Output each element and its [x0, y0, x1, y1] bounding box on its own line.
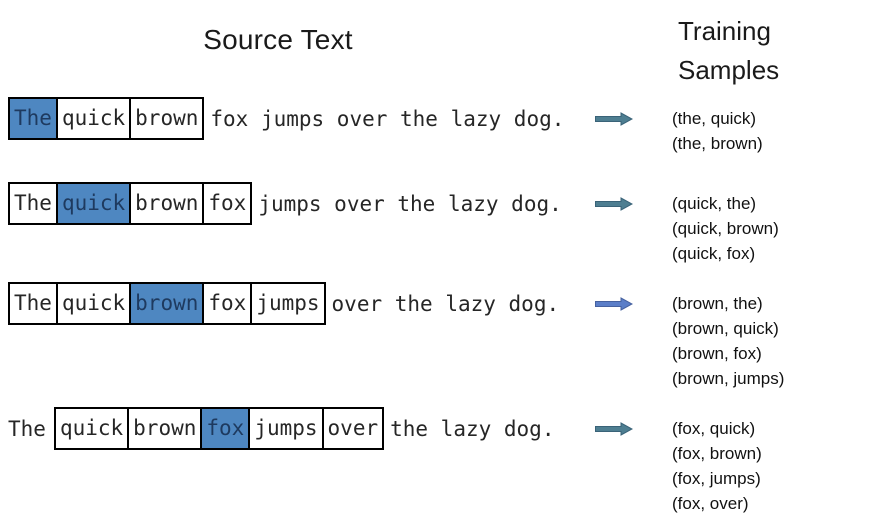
training-samples-list: (fox, quick) (fox, brown) (fox, jumps) (fox…	[672, 416, 762, 516]
center-word-token: The	[8, 97, 58, 140]
arrow-right-icon	[595, 422, 634, 436]
context-word-token: jumps	[250, 282, 326, 325]
training-sample: (fox, over)	[672, 494, 749, 513]
arrow-right-icon	[595, 112, 634, 126]
arrow-right-icon	[595, 297, 634, 311]
training-sample: (quick, brown)	[672, 219, 779, 238]
context-word-token: quick	[53, 407, 130, 450]
training-sample: (brown, fox)	[672, 344, 762, 363]
center-word-token: quick	[55, 182, 132, 225]
training-samples-list: (the, quick) (the, brown)	[672, 106, 763, 156]
training-sample: (fox, brown)	[672, 444, 762, 463]
context-word-token: The	[8, 182, 58, 225]
source-text-title: Source Text	[203, 24, 353, 55]
center-word-token: fox	[200, 407, 251, 450]
training-sample: (brown, quick)	[672, 319, 779, 338]
sentence-text: over the lazy dog.	[331, 291, 560, 316]
training-sample: (quick, the)	[672, 194, 757, 213]
context-word-token: quick	[55, 282, 132, 325]
context-word-token: jumps	[248, 407, 324, 450]
context-word-token: quick	[55, 97, 132, 140]
context-word-token: fox	[202, 182, 253, 225]
training-sample: (brown, jumps)	[672, 369, 785, 388]
context-word-token: The	[8, 282, 58, 325]
sentence-text: jumps over the lazy dog.	[258, 191, 562, 216]
context-word-token: brown	[129, 97, 205, 140]
training-samples-list: (brown, the) (brown, quick) (brown, fox) (b…	[672, 291, 784, 391]
sentence-text: the lazy dog.	[390, 416, 555, 441]
center-word-token: brown	[129, 282, 205, 325]
sentence-text: The	[8, 416, 46, 441]
context-word-token: over	[321, 407, 385, 450]
training-sample: (fox, jumps)	[672, 469, 761, 488]
training-sample: (brown, the)	[672, 294, 763, 313]
training-sample: (the, quick)	[672, 109, 757, 128]
context-word-token: brown	[127, 407, 203, 450]
training-samples-list: (quick, the) (quick, brown) (quick, fox)	[672, 191, 779, 266]
training-samples-title: Training Samples	[678, 16, 780, 85]
context-word-token: brown	[129, 182, 205, 225]
arrow-right-icon	[595, 197, 634, 211]
training-sample: (the, brown)	[672, 134, 763, 153]
training-sample: (fox, quick)	[672, 419, 756, 438]
context-word-token: fox	[202, 282, 253, 325]
sentence-text: fox jumps over the lazy dog.	[210, 106, 565, 131]
training-sample: (quick, fox)	[672, 244, 756, 263]
